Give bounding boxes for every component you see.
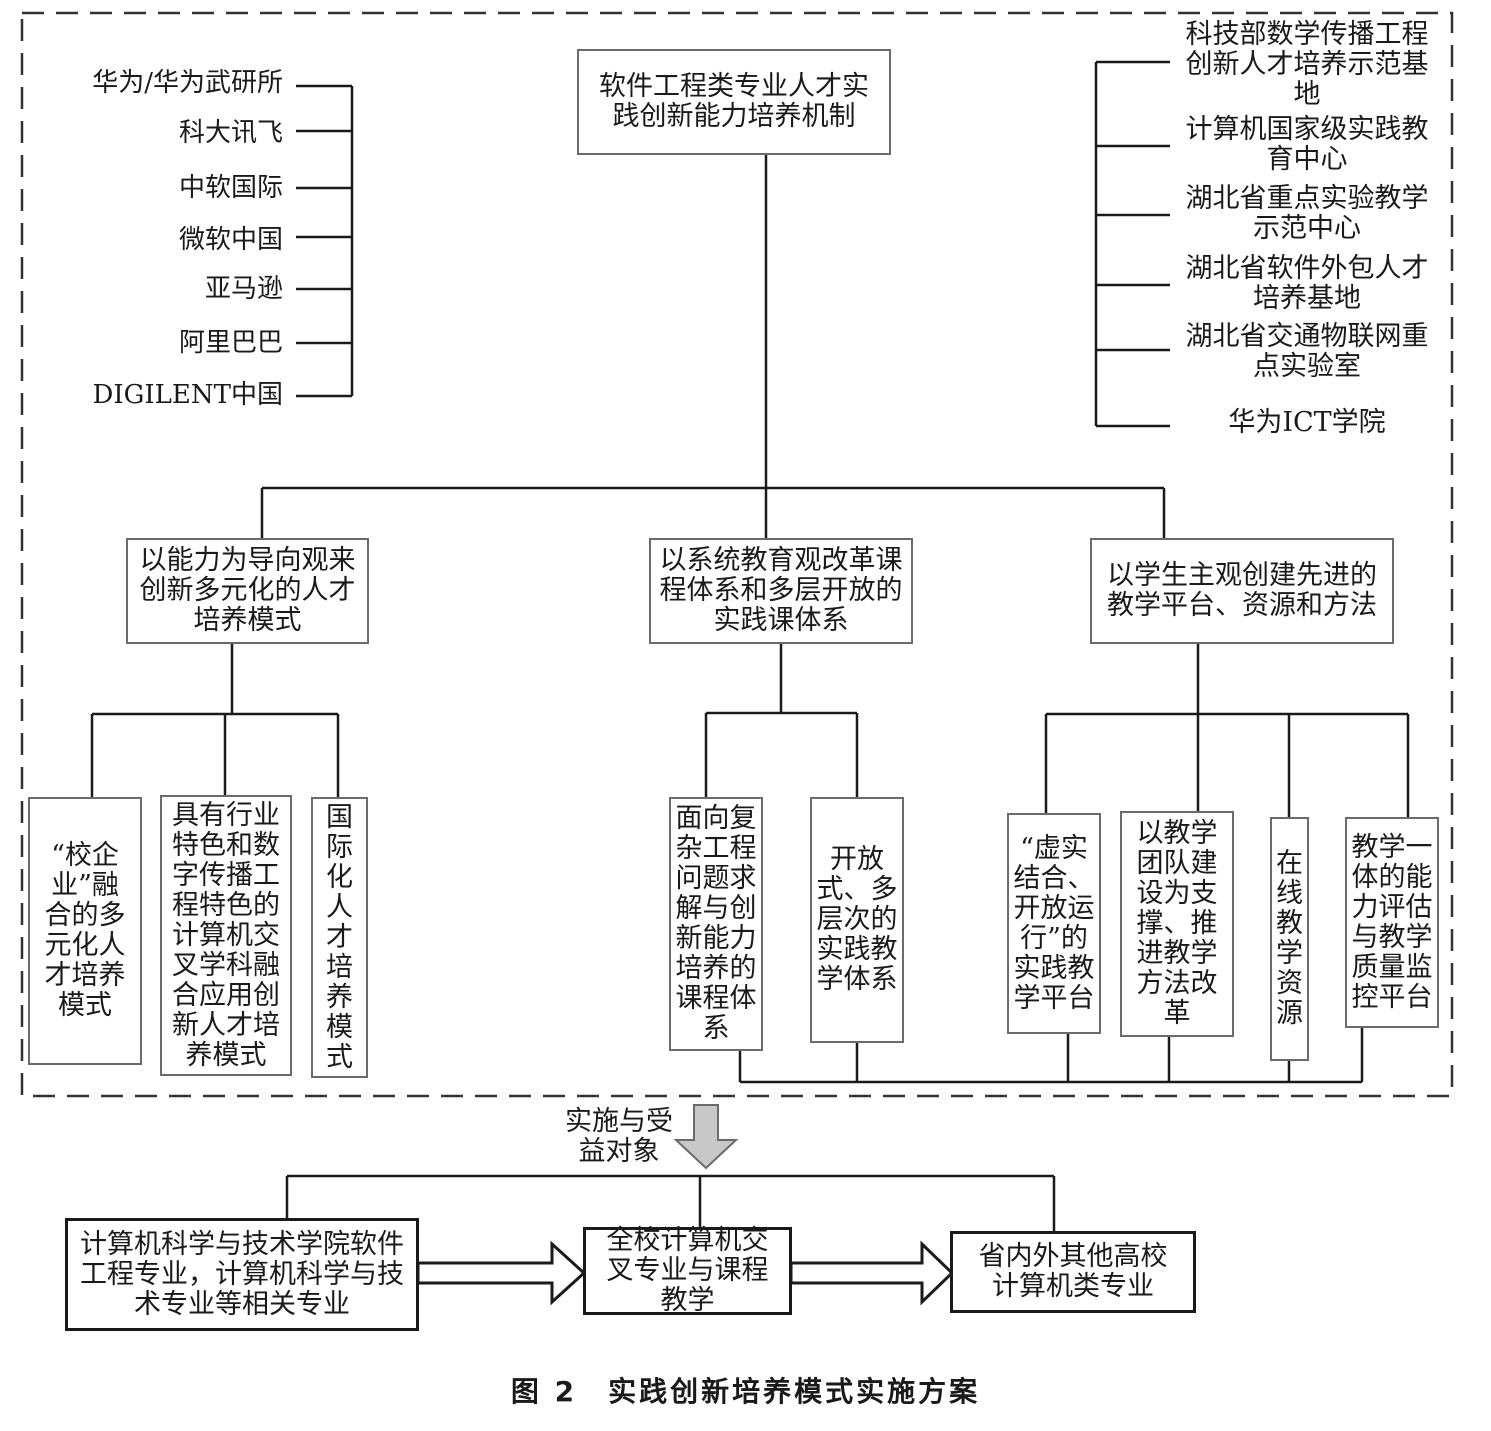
- leaf-box: 具有行业特色和数字传播工程特色的计算机交叉学科融合应用创新人才培养模式: [160, 795, 292, 1076]
- right-arrow-icon: [789, 1240, 955, 1306]
- company-label: 科大讯飞: [178, 118, 283, 148]
- branch-label: 以学生主观创建先进的教学平台、资源和方法: [1107, 560, 1377, 621]
- arrow-label: 实施与受益对象: [565, 1106, 673, 1167]
- company-label: 中软国际: [178, 173, 283, 203]
- right-arrow-icon: [416, 1240, 587, 1306]
- base-label: 计算机国家级实践教育中心: [1185, 114, 1429, 175]
- branch-label: 以系统教育观改革课程体系和多层开放的实践课体系: [659, 545, 903, 636]
- base-label: 科技部数学传播工程创新人才培养示范基地: [1185, 19, 1429, 110]
- branch-box: 以能力为导向观来创新多元化的人才培养模式: [126, 538, 369, 644]
- beneficiary-box: 全校计算机交叉专业与课程教学: [583, 1225, 792, 1316]
- leaf-label: 具有行业特色和数字传播工程特色的计算机交叉学科融合应用创新人才培养模式: [172, 799, 280, 1071]
- leaf-label: “校企业”融合的多元化人才培养模式: [44, 840, 126, 1021]
- beneficiary-label: 省内外其他高校计算机类专业: [978, 1241, 1168, 1302]
- leaf-label: 教学一体的能力评估与教学质量监控平台: [1351, 831, 1433, 1013]
- root-box: 软件工程类专业人才实践创新能力培养机制: [577, 49, 891, 155]
- company-label: 华为/华为武研所: [92, 68, 283, 98]
- leaf-label: 开放式、多层次的实践教学体系: [816, 844, 898, 995]
- leaf-box: 在线教学资源: [1270, 817, 1309, 1061]
- base-label: 湖北省交通物联网重点实验室: [1185, 321, 1429, 382]
- leaf-label: 以教学团队建设为支撑、推进教学方法改革: [1136, 818, 1218, 1029]
- leaf-box: 国际化人才培养模式: [311, 797, 368, 1078]
- company-label: DIGILENT中国: [92, 380, 284, 410]
- leaf-box: 教学一体的能力评估与教学质量监控平台: [1345, 817, 1439, 1028]
- beneficiary-label: 全校计算机交叉专业与课程教学: [606, 1225, 769, 1316]
- leaf-label: 面向复杂工程问题求解与创新能力培养的课程体系: [675, 803, 757, 1044]
- leaf-label: “虚实结合、开放运行”的实践教学平台: [1013, 832, 1095, 1014]
- base-label: 湖北省软件外包人才培养基地: [1185, 253, 1429, 314]
- company-label: 阿里巴巴: [178, 328, 283, 358]
- company-label: 微软中国: [178, 225, 283, 255]
- beneficiary-box: 计算机科学与技术学院软件工程专业，计算机科学与技术专业等相关专业: [65, 1218, 419, 1331]
- base-label: 华为ICT学院: [1228, 407, 1386, 438]
- branch-box: 以系统教育观改革课程体系和多层开放的实践课体系: [649, 538, 913, 644]
- dashed-frame: [20, 11, 1454, 1098]
- leaf-label: 在线教学资源: [1276, 848, 1303, 1029]
- branch-label: 以能力为导向观来创新多元化的人才培养模式: [139, 545, 356, 636]
- beneficiary-label: 计算机科学与技术学院软件工程专业，计算机科学与技术专业等相关专业: [80, 1228, 404, 1320]
- beneficiary-box: 省内外其他高校计算机类专业: [950, 1231, 1196, 1313]
- company-label: 亚马逊: [204, 274, 283, 304]
- leaf-label: 国际化人才培养模式: [326, 801, 353, 1073]
- leaf-box: “校企业”融合的多元化人才培养模式: [28, 797, 142, 1065]
- leaf-box: 面向复杂工程问题求解与创新能力培养的课程体系: [669, 797, 763, 1051]
- figure-caption: 图 2 实践创新培养模式实施方案: [510, 1375, 981, 1408]
- leaf-box: “虚实结合、开放运行”的实践教学平台: [1007, 813, 1101, 1034]
- leaf-box: 开放式、多层次的实践教学体系: [810, 797, 904, 1043]
- leaf-box: 以教学团队建设为支撑、推进教学方法改革: [1120, 811, 1234, 1037]
- branch-box: 以学生主观创建先进的教学平台、资源和方法: [1090, 538, 1394, 644]
- base-label: 湖北省重点实验教学示范中心: [1185, 183, 1429, 244]
- root-label: 软件工程类专业人才实践创新能力培养机制: [599, 71, 869, 132]
- down-arrow-icon: [673, 1104, 739, 1170]
